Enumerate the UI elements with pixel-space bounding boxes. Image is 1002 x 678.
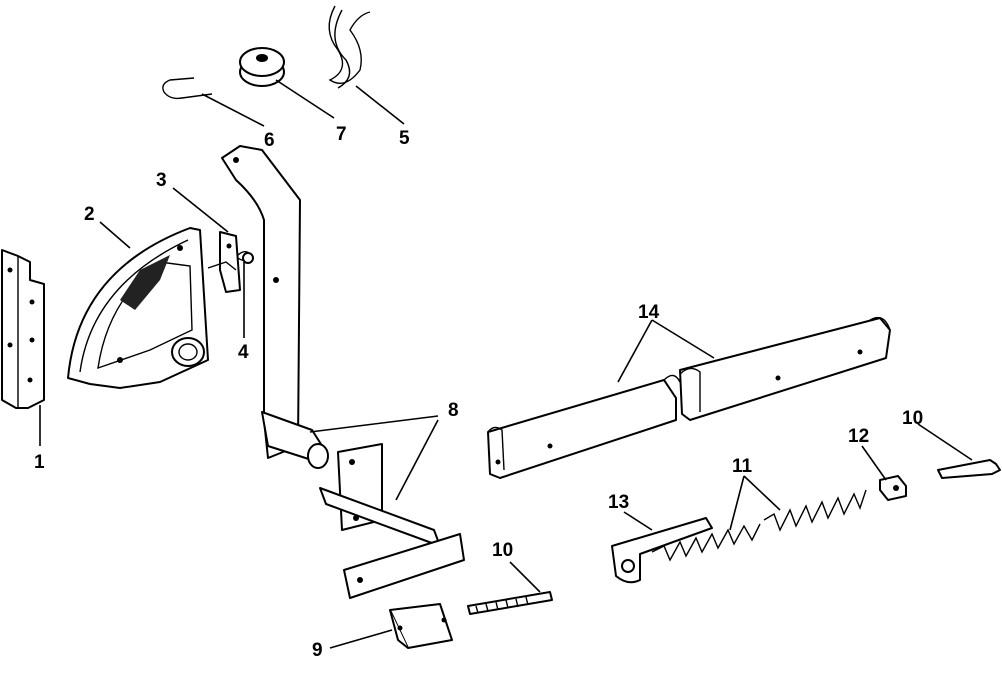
callout-12: 12 bbox=[848, 426, 869, 447]
part-10-threaded-rod bbox=[467, 591, 553, 615]
callout-3: 3 bbox=[156, 170, 167, 191]
callout-5: 5 bbox=[399, 128, 410, 149]
callout-9: 9 bbox=[312, 640, 323, 661]
part-7-pulley bbox=[239, 47, 285, 87]
callout-11: 11 bbox=[732, 456, 753, 477]
part-3-small-bracket bbox=[207, 231, 241, 293]
part-5-cable bbox=[328, 5, 371, 89]
callout-labels: 1 2 3 4 5 6 7 8 9 10 10 11 12 13 14 bbox=[34, 124, 923, 661]
part-10-l-rod bbox=[937, 459, 1001, 479]
part-14-channel-rails bbox=[487, 316, 891, 479]
part-8-main-lever bbox=[221, 145, 465, 599]
part-12-nut-block bbox=[879, 475, 907, 501]
part-2-quadrant-sector bbox=[67, 227, 209, 389]
callout-7: 7 bbox=[336, 124, 347, 145]
callout-1: 1 bbox=[34, 452, 45, 473]
callout-4: 4 bbox=[238, 342, 249, 363]
part-11-springs bbox=[651, 489, 867, 562]
part-6-j-hook bbox=[162, 77, 213, 100]
part-9-u-bracket bbox=[389, 603, 453, 649]
callout-10-rod: 10 bbox=[492, 540, 513, 561]
callout-10-l-rod: 10 bbox=[902, 408, 923, 429]
callout-8: 8 bbox=[448, 400, 459, 421]
callout-14: 14 bbox=[638, 302, 660, 323]
callout-2: 2 bbox=[84, 204, 95, 225]
leader-lines bbox=[39, 79, 973, 649]
part-4-spring-clip bbox=[237, 251, 254, 264]
part-1-bracket-plate bbox=[1, 249, 45, 409]
callout-13: 13 bbox=[608, 492, 629, 513]
part-13-angle-bracket bbox=[611, 517, 713, 584]
callout-6: 6 bbox=[264, 130, 275, 151]
